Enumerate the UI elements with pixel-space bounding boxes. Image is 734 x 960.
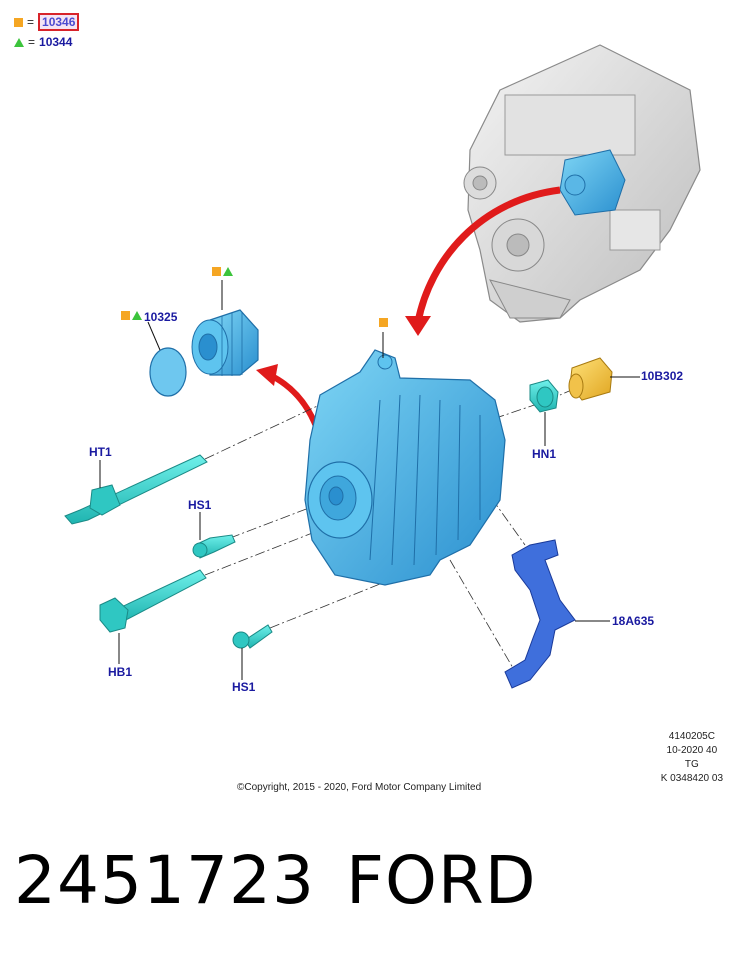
bolt-ht1-illustration [64,454,208,525]
leader-lines [99,280,640,680]
alternator-illustration [304,349,506,586]
info-line: 4140205C [668,731,715,742]
drawing-info-block: 4140205C 10-2020 40 TG K 0348420 03 [661,730,723,786]
copyright-text: ©Copyright, 2015 - 2020, Ford Motor Comp… [237,782,482,793]
part-label-hn1[interactable]: HN1 [532,447,557,461]
bolt-hs1-top-illustration [192,534,236,559]
part-label-hb1[interactable]: HB1 [108,665,133,679]
part-label-hs1-bottom[interactable]: HS1 [232,680,256,694]
part-label-hs1-top[interactable]: HS1 [188,498,212,512]
info-line: K 0348420 03 [660,773,723,784]
part-label-10325[interactable]: 10325 [144,310,178,324]
legend-square-row: = 10346 [14,13,80,31]
part-label-18a635[interactable]: 18A635 [612,614,655,628]
legend-triangle-ref[interactable]: 10344 [39,35,73,49]
part-label-10b302[interactable]: 10B302 [641,369,684,383]
legend-triangle-row: = 10344 [14,35,72,49]
red-arrow-1 [414,186,561,323]
part-number: 2451723 [14,842,315,919]
bolt-hs1-bottom-illustration [232,624,273,649]
cap-illustration [529,379,559,413]
red-arrow-2-head [256,364,278,386]
info-line: TG [684,759,699,770]
square-marker-icon [14,17,23,27]
bracket-illustration [504,539,576,689]
triangle-marker-icon [223,267,233,276]
engine-illustration [463,44,701,323]
part-label-ht1[interactable]: HT1 [89,445,112,459]
square-marker-icon [212,267,221,276]
triangle-marker-icon [132,311,142,320]
legend-square-ref[interactable]: 10346 [38,13,80,31]
bolt-hb1-illustration [99,569,207,633]
bushing-illustration [568,357,613,401]
pulley-illustration [149,309,259,397]
triangle-marker-icon [14,37,24,47]
brand-name: FORD [346,842,537,919]
legend-equals: = [28,35,36,49]
legend-equals: = [27,15,35,29]
red-arrow-1-head [405,316,431,336]
square-marker-icon [379,318,388,327]
info-line: 10-2020 40 [666,745,718,756]
square-marker-icon [121,311,130,320]
